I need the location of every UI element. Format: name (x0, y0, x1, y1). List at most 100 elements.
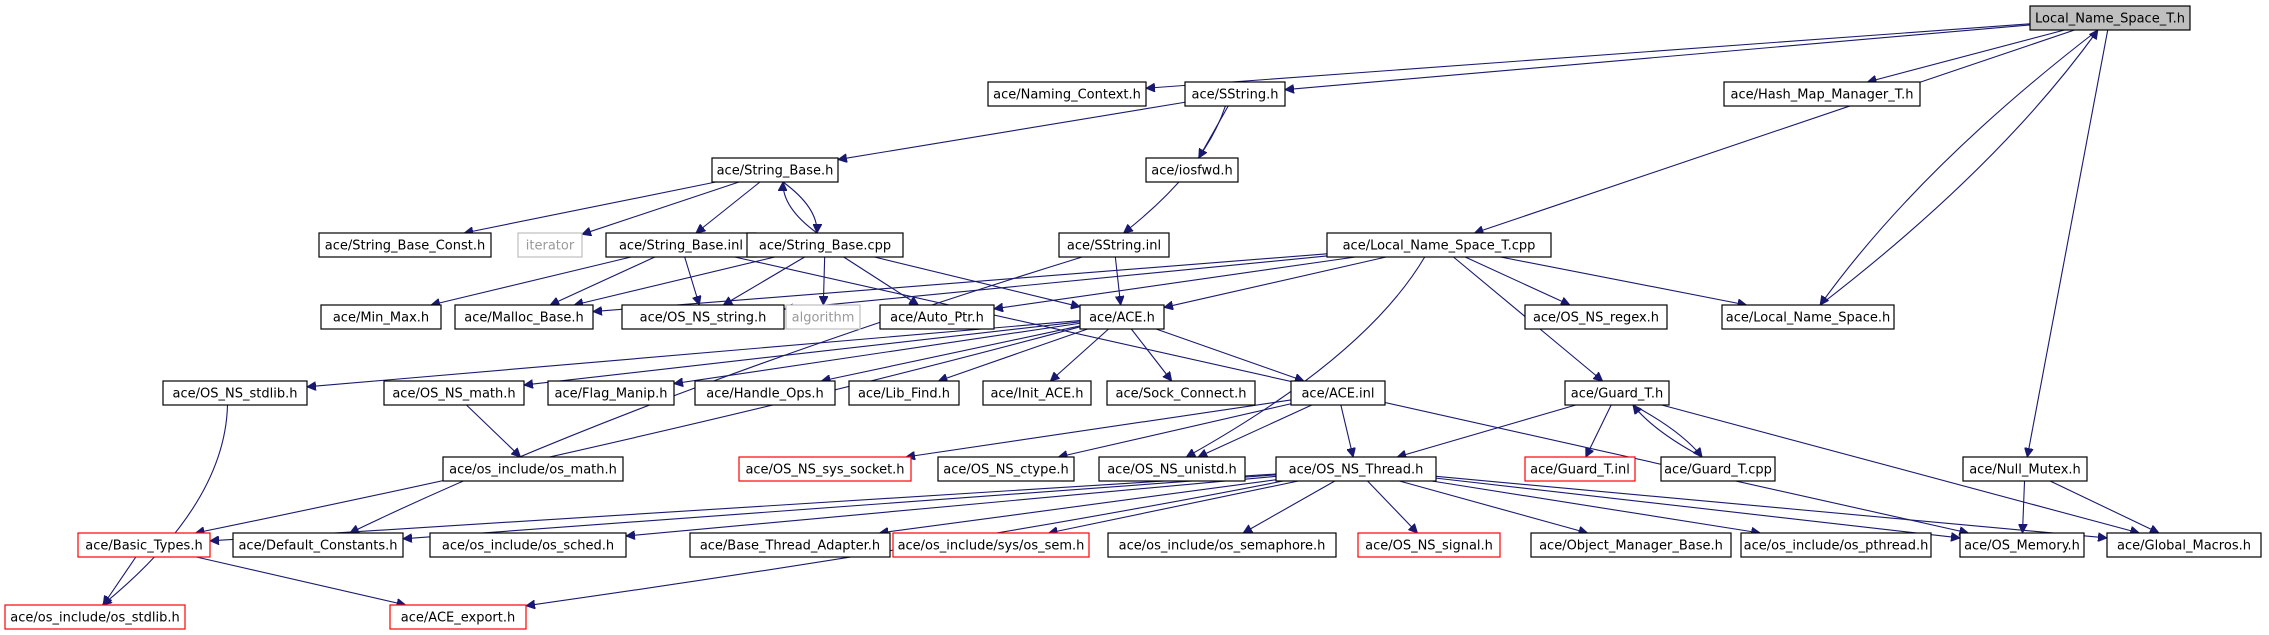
node-os-sched[interactable]: ace/os_include/os_sched.h (429, 532, 627, 558)
node-os-memory[interactable]: ace/OS_Memory.h (1959, 532, 2085, 558)
node-base-thread-adapter[interactable]: ace/Base_Thread_Adapter.h (689, 532, 891, 558)
node-label: ace/Min_Max.h (333, 311, 429, 326)
node-box (1326, 232, 1552, 258)
node-os-ns-thread[interactable]: ace/OS_NS_Thread.h (1275, 456, 1437, 482)
edge-os_ns_thread-to-os_semaphore (1243, 480, 1336, 533)
edge-sstring_inl-to-default_constants (350, 256, 1083, 533)
node-sock-connect[interactable]: ace/Sock_Connect.h (1106, 380, 1256, 406)
node-default-constants[interactable]: ace/Default_Constants.h (232, 532, 404, 558)
edge-root-to-hash_map (1867, 29, 2065, 82)
node-label: ace/Base_Thread_Adapter.h (700, 539, 880, 554)
edge-ace_inl-to-os_ns_unistd (1198, 404, 1313, 457)
node-algorithm[interactable]: algorithm (785, 304, 861, 330)
node-box (232, 532, 404, 558)
node-guard-t-inl[interactable]: ace/Guard_T.inl (1524, 456, 1636, 482)
node-box (1079, 304, 1165, 330)
edge-sstring_inl-to-ace_h (1114, 256, 1120, 305)
node-null-mutex[interactable]: ace/Null_Mutex.h (1962, 456, 2088, 482)
node-box (937, 456, 1075, 482)
node-ace-h[interactable]: ace/ACE.h (1079, 304, 1165, 330)
node-object-manager-base[interactable]: ace/Object_Manager_Base.h (1530, 532, 1732, 558)
edge-guard_t_cpp-to-guard_t_h (1633, 405, 1703, 458)
edge-string_base_cpp-to-ace_h (874, 256, 1081, 307)
node-global-macros[interactable]: ace/Global_Macros.h (2106, 532, 2262, 558)
node-box (517, 232, 583, 258)
node-box (1098, 456, 1246, 482)
edge-ace_h-to-sock_connect (1130, 328, 1171, 381)
edge-local_ns_cpp-to-local_ns_h (1500, 256, 1747, 305)
node-box (1740, 532, 1932, 558)
node-box (785, 304, 861, 330)
node-label: ace/Sock_Connect.h (1116, 387, 1247, 402)
node-box (318, 232, 492, 258)
node-sstring-inl[interactable]: ace/SString.inl (1058, 232, 1170, 258)
node-flag-manip[interactable]: ace/Flag_Manip.h (547, 380, 675, 406)
node-os-ns-stdlib[interactable]: ace/OS_NS_stdlib.h (162, 380, 308, 406)
node-label: ace/Flag_Manip.h (555, 387, 668, 402)
node-min-max[interactable]: ace/Min_Max.h (320, 304, 442, 330)
node-string-base-cpp[interactable]: ace/String_Base.cpp (746, 232, 904, 258)
edge-local_ns_cpp-to-os_ns_regex (1464, 256, 1570, 305)
node-box (689, 532, 891, 558)
node-iterator[interactable]: iterator (517, 232, 583, 258)
node-iosfwd[interactable]: ace/iosfwd.h (1145, 157, 1239, 183)
node-os-math[interactable]: ace/os_include/os_math.h (442, 456, 624, 482)
node-label: ace/OS_NS_math.h (392, 387, 515, 402)
node-ace-inl[interactable]: ace/ACE.inl (1290, 380, 1386, 406)
node-label: ace/SString.inl (1067, 239, 1161, 254)
node-os-ns-ctype[interactable]: ace/OS_NS_ctype.h (937, 456, 1075, 482)
node-os-ns-sys-socket[interactable]: ace/OS_NS_sys_socket.h (738, 456, 912, 482)
node-local-ns-h[interactable]: ace/Local_Name_Space.h (1721, 304, 1895, 330)
node-box (605, 232, 757, 258)
edge-string_base_cpp-to-malloc_base (574, 256, 775, 305)
node-guard-t-h[interactable]: ace/Guard_T.h (1564, 380, 1670, 406)
edge-os_ns_thread-to-global_macros (1435, 475, 2107, 538)
node-os-ns-math[interactable]: ace/OS_NS_math.h (383, 380, 525, 406)
node-os-pthread[interactable]: ace/os_include/os_pthread.h (1740, 532, 1932, 558)
node-box (389, 604, 527, 630)
node-label: ace/os_include/sys/os_sem.h (898, 539, 1085, 554)
node-handle-ops[interactable]: ace/Handle_Ops.h (694, 380, 836, 406)
node-string-base-const[interactable]: ace/String_Base_Const.h (318, 232, 492, 258)
node-box (1564, 380, 1670, 406)
node-basic-types[interactable]: ace/Basic_Types.h (77, 532, 211, 558)
node-root[interactable]: Local_Name_Space_T.h (2029, 5, 2191, 31)
node-local-ns-cpp[interactable]: ace/Local_Name_Space_T.cpp (1326, 232, 1552, 258)
edge-local_ns_h-to-root (1819, 30, 2098, 306)
node-label: ace/Lib_Find.h (858, 387, 950, 402)
node-os-sys-sem[interactable]: ace/os_include/sys/os_sem.h (892, 532, 1090, 558)
node-os-ns-signal[interactable]: ace/OS_NS_signal.h (1357, 532, 1501, 558)
node-box (1058, 232, 1170, 258)
node-naming-context[interactable]: ace/Naming_Context.h (987, 81, 1147, 107)
node-hash-map[interactable]: ace/Hash_Map_Manager_T.h (1723, 81, 1921, 107)
node-init-ace[interactable]: ace/Init_ACE.h (982, 380, 1092, 406)
node-ace-export[interactable]: ace/ACE_export.h (389, 604, 527, 630)
node-box (383, 380, 525, 406)
node-box (547, 380, 675, 406)
edge-root-to-local_ns_h (1820, 29, 2099, 305)
node-malloc-base[interactable]: ace/Malloc_Base.h (454, 304, 594, 330)
edge-os_ns_thread-to-os_pthread (1431, 480, 1760, 533)
node-string-base[interactable]: ace/String_Base.h (711, 157, 839, 183)
edge-ace_h-to-handle_ops (821, 325, 1081, 381)
node-os-ns-string[interactable]: ace/OS_NS_string.h (621, 304, 785, 330)
edge-ace_h-to-basic_types (195, 326, 1081, 533)
node-lib-find[interactable]: ace/Lib_Find.h (848, 380, 960, 406)
node-label: ace/Init_ACE.h (990, 387, 1083, 402)
node-os-ns-regex[interactable]: ace/OS_NS_regex.h (1524, 304, 1668, 330)
node-os-stdlib[interactable]: ace/os_include/os_stdlib.h (4, 604, 186, 630)
node-string-base-inl[interactable]: ace/String_Base.inl (605, 232, 757, 258)
node-box (4, 604, 186, 630)
node-label: ace/String_Base.cpp (759, 239, 891, 254)
node-os-ns-unistd[interactable]: ace/OS_NS_unistd.h (1098, 456, 1246, 482)
node-label: ace/Object_Manager_Base.h (1539, 539, 1723, 554)
edge-sstring-to-string_base (838, 101, 1186, 159)
node-label: ace/ACE.h (1089, 311, 1155, 326)
node-os-semaphore[interactable]: ace/os_include/os_semaphore.h (1107, 532, 1337, 558)
node-guard-t-cpp[interactable]: ace/Guard_T.cpp (1660, 456, 1776, 482)
edge-string_base_cpp-to-string_base (783, 182, 818, 234)
node-sstring[interactable]: ace/SString.h (1184, 81, 1286, 107)
node-auto-ptr[interactable]: ace/Auto_Ptr.h (879, 304, 995, 330)
edge-os_ns_stdlib-to-os_stdlib (103, 404, 229, 605)
node-label: ace/os_include/os_stdlib.h (10, 611, 179, 626)
